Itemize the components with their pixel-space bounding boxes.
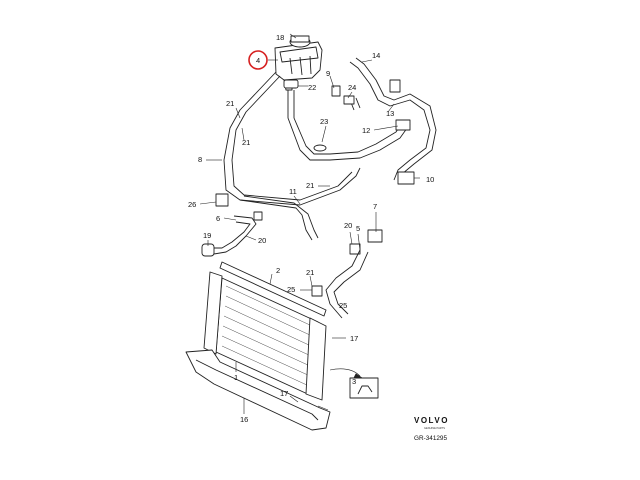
callout-1[interactable]: 1: [234, 373, 238, 382]
diagram-reference: GR-341295: [414, 435, 447, 442]
callout-5[interactable]: 5: [356, 224, 360, 233]
leader-lines: [199, 33, 420, 414]
callout-13[interactable]: 13: [386, 109, 394, 118]
callout-21-d[interactable]: 21: [306, 268, 314, 277]
radiator[interactable]: [203, 261, 327, 401]
callouts: 18 4 14 13 9 22 24 21 23 12 21 8 10 11 2…: [188, 33, 434, 424]
callout-10[interactable]: 10: [426, 175, 434, 184]
brand-subtitle: GENUINE PARTS: [424, 426, 445, 430]
detail-box-3: [329, 368, 379, 399]
callout-7[interactable]: 7: [373, 202, 377, 211]
callout-19[interactable]: 19: [203, 231, 211, 240]
callout-18[interactable]: 18: [276, 33, 284, 42]
callout-8[interactable]: 8: [198, 155, 202, 164]
highlight-circle: [248, 50, 268, 70]
lower-right-hose: [325, 249, 369, 319]
callout-26[interactable]: 26: [188, 200, 196, 209]
callout-20-a[interactable]: 20: [344, 221, 352, 230]
callout-12[interactable]: 12: [362, 126, 370, 135]
callout-9[interactable]: 9: [326, 69, 330, 78]
fittings: [215, 79, 415, 297]
callout-20-b[interactable]: 20: [258, 236, 266, 245]
callout-21-a[interactable]: 21: [226, 99, 234, 108]
callout-16[interactable]: 16: [240, 415, 248, 424]
callout-25-b[interactable]: 25: [339, 301, 347, 310]
brand-logo: VOLVO: [414, 416, 449, 425]
callout-17-b[interactable]: 17: [280, 389, 288, 398]
lower-support-member[interactable]: [185, 349, 331, 431]
radiator-core-hatch: [221, 285, 313, 387]
callout-22[interactable]: 22: [308, 83, 316, 92]
callout-21-c[interactable]: 21: [306, 181, 314, 190]
callout-17-a[interactable]: 17: [350, 334, 358, 343]
callout-3[interactable]: 3: [352, 377, 356, 386]
callout-14[interactable]: 14: [372, 51, 380, 60]
callout-6[interactable]: 6: [216, 214, 220, 223]
callout-23[interactable]: 23: [320, 117, 328, 126]
expansion-tank[interactable]: [274, 35, 323, 91]
callout-11[interactable]: 11: [289, 187, 297, 196]
brand-block: VOLVO GENUINE PARTS GR-341295: [414, 416, 449, 442]
callout-24[interactable]: 24: [348, 83, 356, 92]
callout-25-a[interactable]: 25: [287, 285, 295, 294]
callout-21-b[interactable]: 21: [242, 138, 250, 147]
callout-4[interactable]: 4: [256, 56, 260, 65]
callout-2[interactable]: 2: [276, 266, 280, 275]
